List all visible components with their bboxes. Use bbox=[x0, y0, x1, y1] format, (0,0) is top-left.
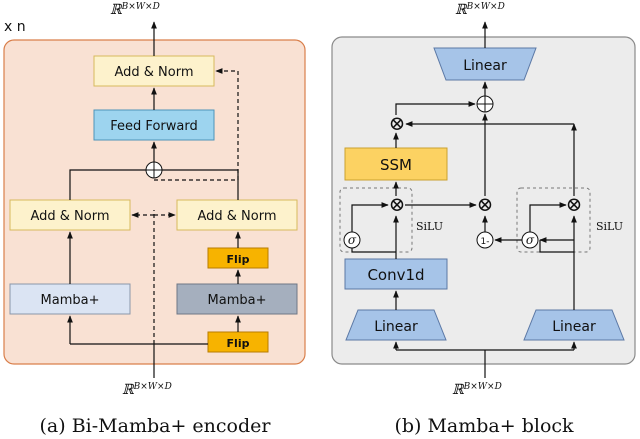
silu-right-label: SiLU bbox=[596, 220, 623, 233]
encoder-output-label: ℝB×W×D bbox=[110, 2, 160, 18]
block-connectors bbox=[351, 21, 577, 378]
mamba-right-box bbox=[176, 283, 298, 315]
flip-top-label: Flip bbox=[227, 253, 250, 266]
silu-left-label: SiLU bbox=[416, 220, 443, 233]
sigma-right-label: σ bbox=[526, 233, 535, 247]
addnorm-right-box bbox=[176, 199, 298, 231]
block-caption: (b) Mamba+ block bbox=[394, 415, 574, 437]
encoder-input-label: ℝB×W×D bbox=[122, 382, 172, 398]
linear-right-label: Linear bbox=[552, 319, 596, 335]
mamba-plus-block: ℝB×W×D Linear ⊗ ⊗ ⊗ ⊗ SSM SiLU σ SiLU σ … bbox=[331, 2, 636, 437]
linear-left-shape bbox=[345, 309, 447, 341]
mamba-left-box bbox=[9, 283, 131, 315]
mul-circle-top-left: ⊗ bbox=[389, 111, 406, 135]
encoder-caption: (a) Bi-Mamba+ encoder bbox=[40, 415, 272, 437]
addnorm-top-box bbox=[93, 55, 215, 87]
conv1d-box bbox=[344, 258, 448, 290]
addnorm-left-box bbox=[9, 199, 131, 231]
mul-circle-silu-right: ⊗ bbox=[566, 192, 583, 216]
ssm-label: SSM bbox=[380, 156, 412, 174]
ssm-box bbox=[344, 147, 448, 181]
linear-right-shape bbox=[523, 309, 625, 341]
linear-left-label: Linear bbox=[374, 319, 418, 335]
conv1d-label: Conv1d bbox=[367, 266, 424, 284]
feed-forward-label: Feed Forward bbox=[110, 119, 197, 134]
one-minus-label: 1- bbox=[481, 237, 490, 247]
encoder-connectors bbox=[67, 21, 241, 378]
linear-top-label: Linear bbox=[463, 58, 507, 74]
linear-top-shape bbox=[433, 47, 537, 81]
addnorm-top-label: Add & Norm bbox=[114, 65, 193, 80]
mul-circle-middle: ⊗ bbox=[477, 192, 494, 216]
mul-circle-silu-left: ⊗ bbox=[389, 192, 406, 216]
addnorm-right-label: Add & Norm bbox=[197, 209, 276, 224]
addnorm-left-label: Add & Norm bbox=[30, 209, 109, 224]
block-output-label: ℝB×W×D bbox=[455, 2, 505, 18]
silu-right-group bbox=[516, 187, 591, 253]
flip-bottom-label: Flip bbox=[227, 337, 250, 350]
bi-mamba-encoder: x n ℝB×W×D Add & Norm Feed Forward Add &… bbox=[3, 2, 306, 437]
encoder-residual-dashes bbox=[131, 68, 239, 344]
block-input-label: ℝB×W×D bbox=[452, 382, 502, 398]
sigma-left-label: σ bbox=[348, 233, 357, 247]
mamba-right-label: Mamba+ bbox=[208, 293, 267, 308]
mamba-left-label: Mamba+ bbox=[41, 293, 100, 308]
repeat-label: x n bbox=[4, 19, 26, 35]
